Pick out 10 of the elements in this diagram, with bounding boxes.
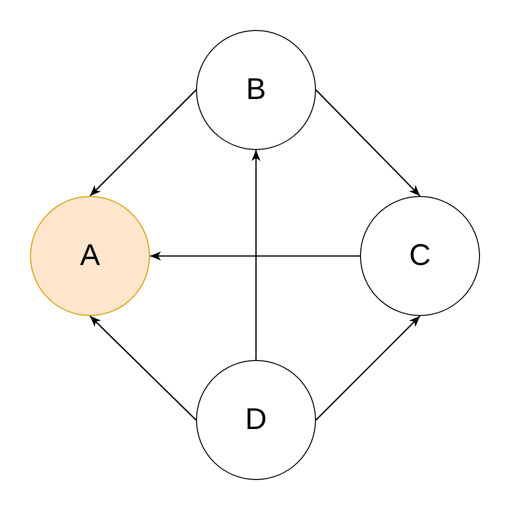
node-label: A (80, 241, 100, 271)
node-label: B (246, 75, 266, 105)
node-label: D (245, 405, 267, 435)
node-label: C (409, 241, 431, 271)
arrow (316, 316, 420, 420)
arrow (252, 150, 260, 360)
arrow (90, 316, 196, 420)
arrow (316, 90, 420, 196)
arrow (150, 252, 360, 260)
arrow (90, 90, 196, 196)
